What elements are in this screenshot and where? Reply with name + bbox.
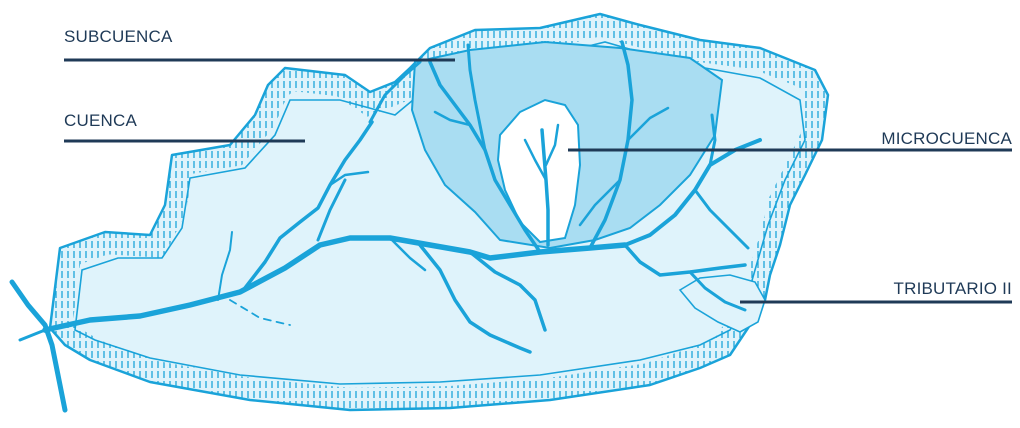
river-outlet-branch: [20, 330, 45, 340]
label-microcuenca-text: MICROCUENCA: [881, 129, 1012, 148]
label-tributario-text: TRIBUTARIO II: [894, 279, 1012, 298]
label-subcuenca: SUBCUENCA: [64, 27, 455, 60]
label-cuenca-text: CUENCA: [64, 111, 137, 130]
label-subcuenca-text: SUBCUENCA: [64, 27, 173, 46]
label-tributario: TRIBUTARIO II: [740, 279, 1012, 302]
